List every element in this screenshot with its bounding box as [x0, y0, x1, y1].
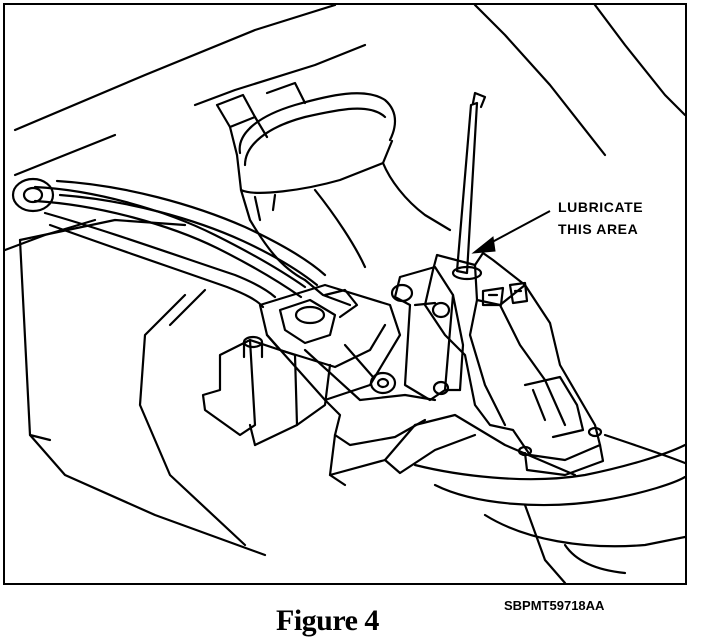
shifter-lever-illustration	[5, 5, 685, 583]
mounting-bracket	[201, 335, 332, 447]
lubricate-callout-line-2: THIS AREA	[558, 221, 639, 237]
linkage-housing	[258, 283, 437, 402]
shift-lever-rod	[451, 91, 487, 281]
shift-lever-arm	[390, 265, 465, 402]
transmission-case	[413, 433, 685, 583]
shifter-tower	[423, 251, 605, 477]
air-duct	[215, 81, 452, 307]
cable-grommet	[11, 177, 55, 213]
shift-cables	[33, 179, 327, 309]
lubricate-callout-line-1: LUBRICATE	[558, 199, 644, 215]
base-plate	[323, 398, 577, 487]
callout-arrow	[471, 210, 551, 254]
floor-pan	[18, 218, 267, 557]
illustration-frame: LUBRICATE THIS AREA	[3, 3, 687, 585]
figure-caption: Figure 4	[276, 604, 379, 637]
figure-code: SBPMT59718AA	[504, 598, 605, 613]
